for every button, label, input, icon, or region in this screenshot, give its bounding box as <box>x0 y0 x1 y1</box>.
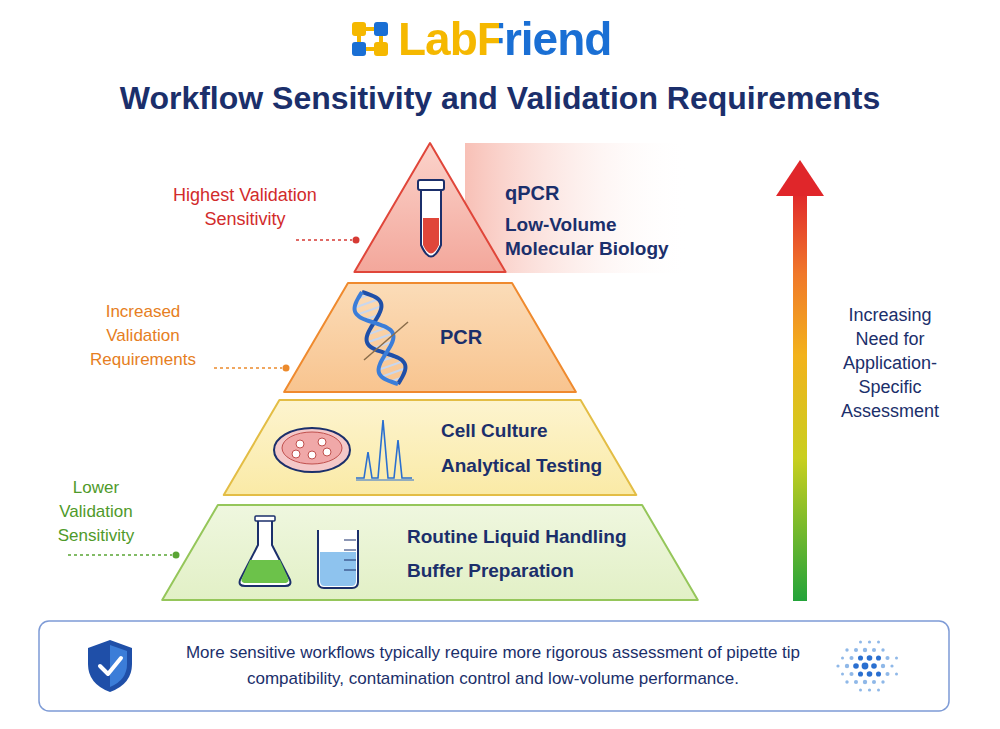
logo-icon <box>352 22 388 56</box>
gradient-arrow <box>776 160 824 601</box>
tier-icon <box>418 180 444 257</box>
tier-heading: Cell Culture <box>441 419 616 443</box>
diagram-title: Workflow Sensitivity and Validation Requ… <box>0 80 1000 117</box>
note-box: More sensitive workflows typically requi… <box>38 620 950 712</box>
tier-text: Analytical Testing <box>441 454 616 478</box>
leader-dot <box>173 552 180 559</box>
arrow-label: Increasing Need for Application-Specific… <box>827 303 953 423</box>
leader-line <box>68 554 172 556</box>
tier-shape <box>232 400 628 496</box>
tier-outline <box>162 505 698 600</box>
note-text: More sensitive workflows typically requi… <box>168 640 818 692</box>
pyramid-tier: qPCR Low-Volume Molecular Biology <box>355 143 690 273</box>
tier-icon <box>240 516 358 588</box>
tier-shape <box>284 283 576 393</box>
tier-outline <box>224 400 637 495</box>
pyramid-tier: Cell CultureAnalytical Testing <box>232 400 628 496</box>
pyramid-tier: PCR <box>284 283 576 393</box>
sensitivity-label: Highest Validation Sensitivity <box>145 183 345 231</box>
fade-band <box>465 143 690 273</box>
leader-dot <box>283 365 290 372</box>
dots-icon <box>836 640 898 691</box>
tier-outline <box>284 283 576 392</box>
tier-text: Low-Volume Molecular Biology <box>505 213 680 261</box>
sensitivity-label: Increased Validation Requirements <box>68 300 218 372</box>
tier-heading: PCR <box>440 325 560 349</box>
tier-heading: Routine Liquid Handling <box>407 525 667 549</box>
tier-text: Buffer Preparation <box>407 559 667 583</box>
leader-dot <box>353 237 360 244</box>
tier-icon <box>274 420 414 480</box>
box-shape <box>38 620 950 712</box>
logo-text: LabFriend <box>398 12 678 66</box>
tier-outline <box>354 143 505 272</box>
tier-icon <box>354 292 408 384</box>
pyramid-tier: Routine Liquid HandlingBuffer Preparatio… <box>162 505 698 601</box>
leader-line <box>214 367 282 369</box>
tier-heading: qPCR <box>505 181 680 205</box>
leader-line <box>296 239 352 241</box>
shield-icon <box>88 640 132 692</box>
box-outline <box>39 621 949 711</box>
tier-shape <box>162 505 698 601</box>
sensitivity-label: Lower Validation Sensitivity <box>41 476 151 548</box>
